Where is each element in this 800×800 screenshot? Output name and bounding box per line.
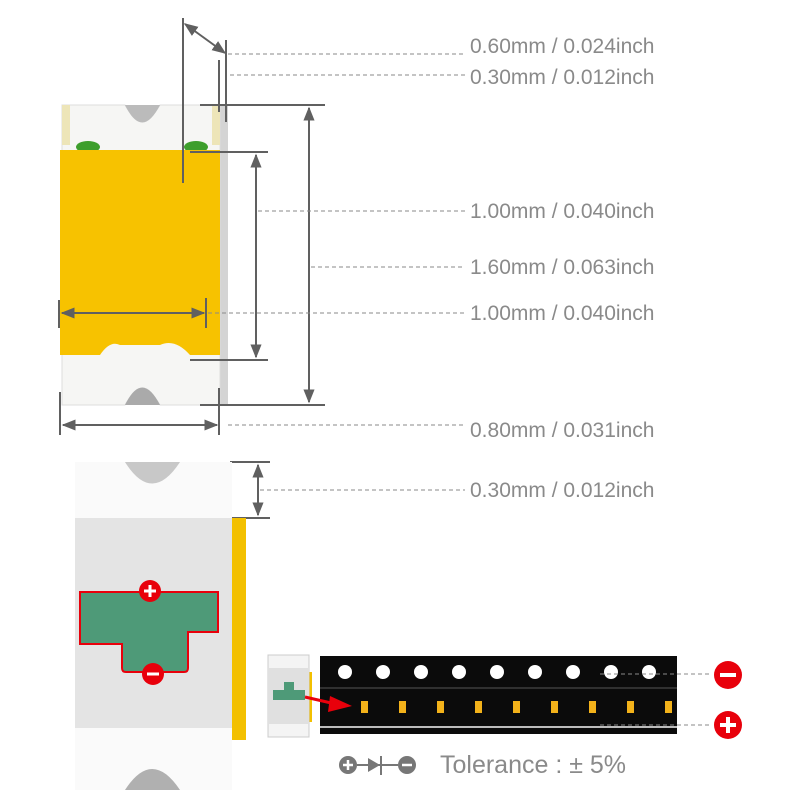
minus-circle-icon [142, 663, 164, 685]
sprocket-hole [490, 665, 504, 679]
tape-led [627, 701, 634, 713]
sprocket-hole [604, 665, 618, 679]
sprocket-hole [566, 665, 580, 679]
tape-led [589, 701, 596, 713]
dim-label-lens-offset: 0.60mm / 0.024inch [470, 35, 654, 58]
sprocket-hole [376, 665, 390, 679]
tape-led [513, 701, 520, 713]
sprocket-hole [414, 665, 428, 679]
dim-label-lens-length: 1.00mm / 0.040inch [470, 200, 654, 223]
tape-led [551, 701, 558, 713]
tape-led [475, 701, 482, 713]
sprocket-hole [338, 665, 352, 679]
dim-label-pad: 0.30mm / 0.012inch [470, 479, 654, 502]
sprocket-hole [528, 665, 542, 679]
minus-circle-icon [714, 661, 742, 689]
dim-label-width: 0.80mm / 0.031inch [470, 419, 654, 442]
diode-symbol-icon [339, 756, 416, 775]
sprocket-hole [452, 665, 466, 679]
tolerance-label: Tolerance : ± 5% [440, 751, 626, 779]
led-small-view [267, 654, 312, 738]
polarity-markers [600, 661, 742, 739]
dimension-labels: 0.60mm / 0.024inch 0.30mm / 0.012inch 1.… [470, 35, 654, 502]
dim-label-side: 0.30mm / 0.012inch [470, 66, 654, 89]
plus-circle-icon [714, 711, 742, 739]
plus-circle-icon [139, 580, 161, 602]
dim-label-length: 1.60mm / 0.063inch [470, 256, 654, 279]
tape-led [399, 701, 406, 713]
arrow-icon [304, 695, 352, 712]
tape-led [665, 701, 672, 713]
led-top-view [60, 104, 228, 406]
tape-led [361, 701, 368, 713]
sprocket-hole [642, 665, 656, 679]
dim-label-lens-width: 1.00mm / 0.040inch [470, 302, 654, 325]
led-bottom-view [75, 462, 246, 790]
led-tape-reel [320, 656, 677, 734]
tape-led [437, 701, 444, 713]
dimension-lines [58, 18, 465, 519]
